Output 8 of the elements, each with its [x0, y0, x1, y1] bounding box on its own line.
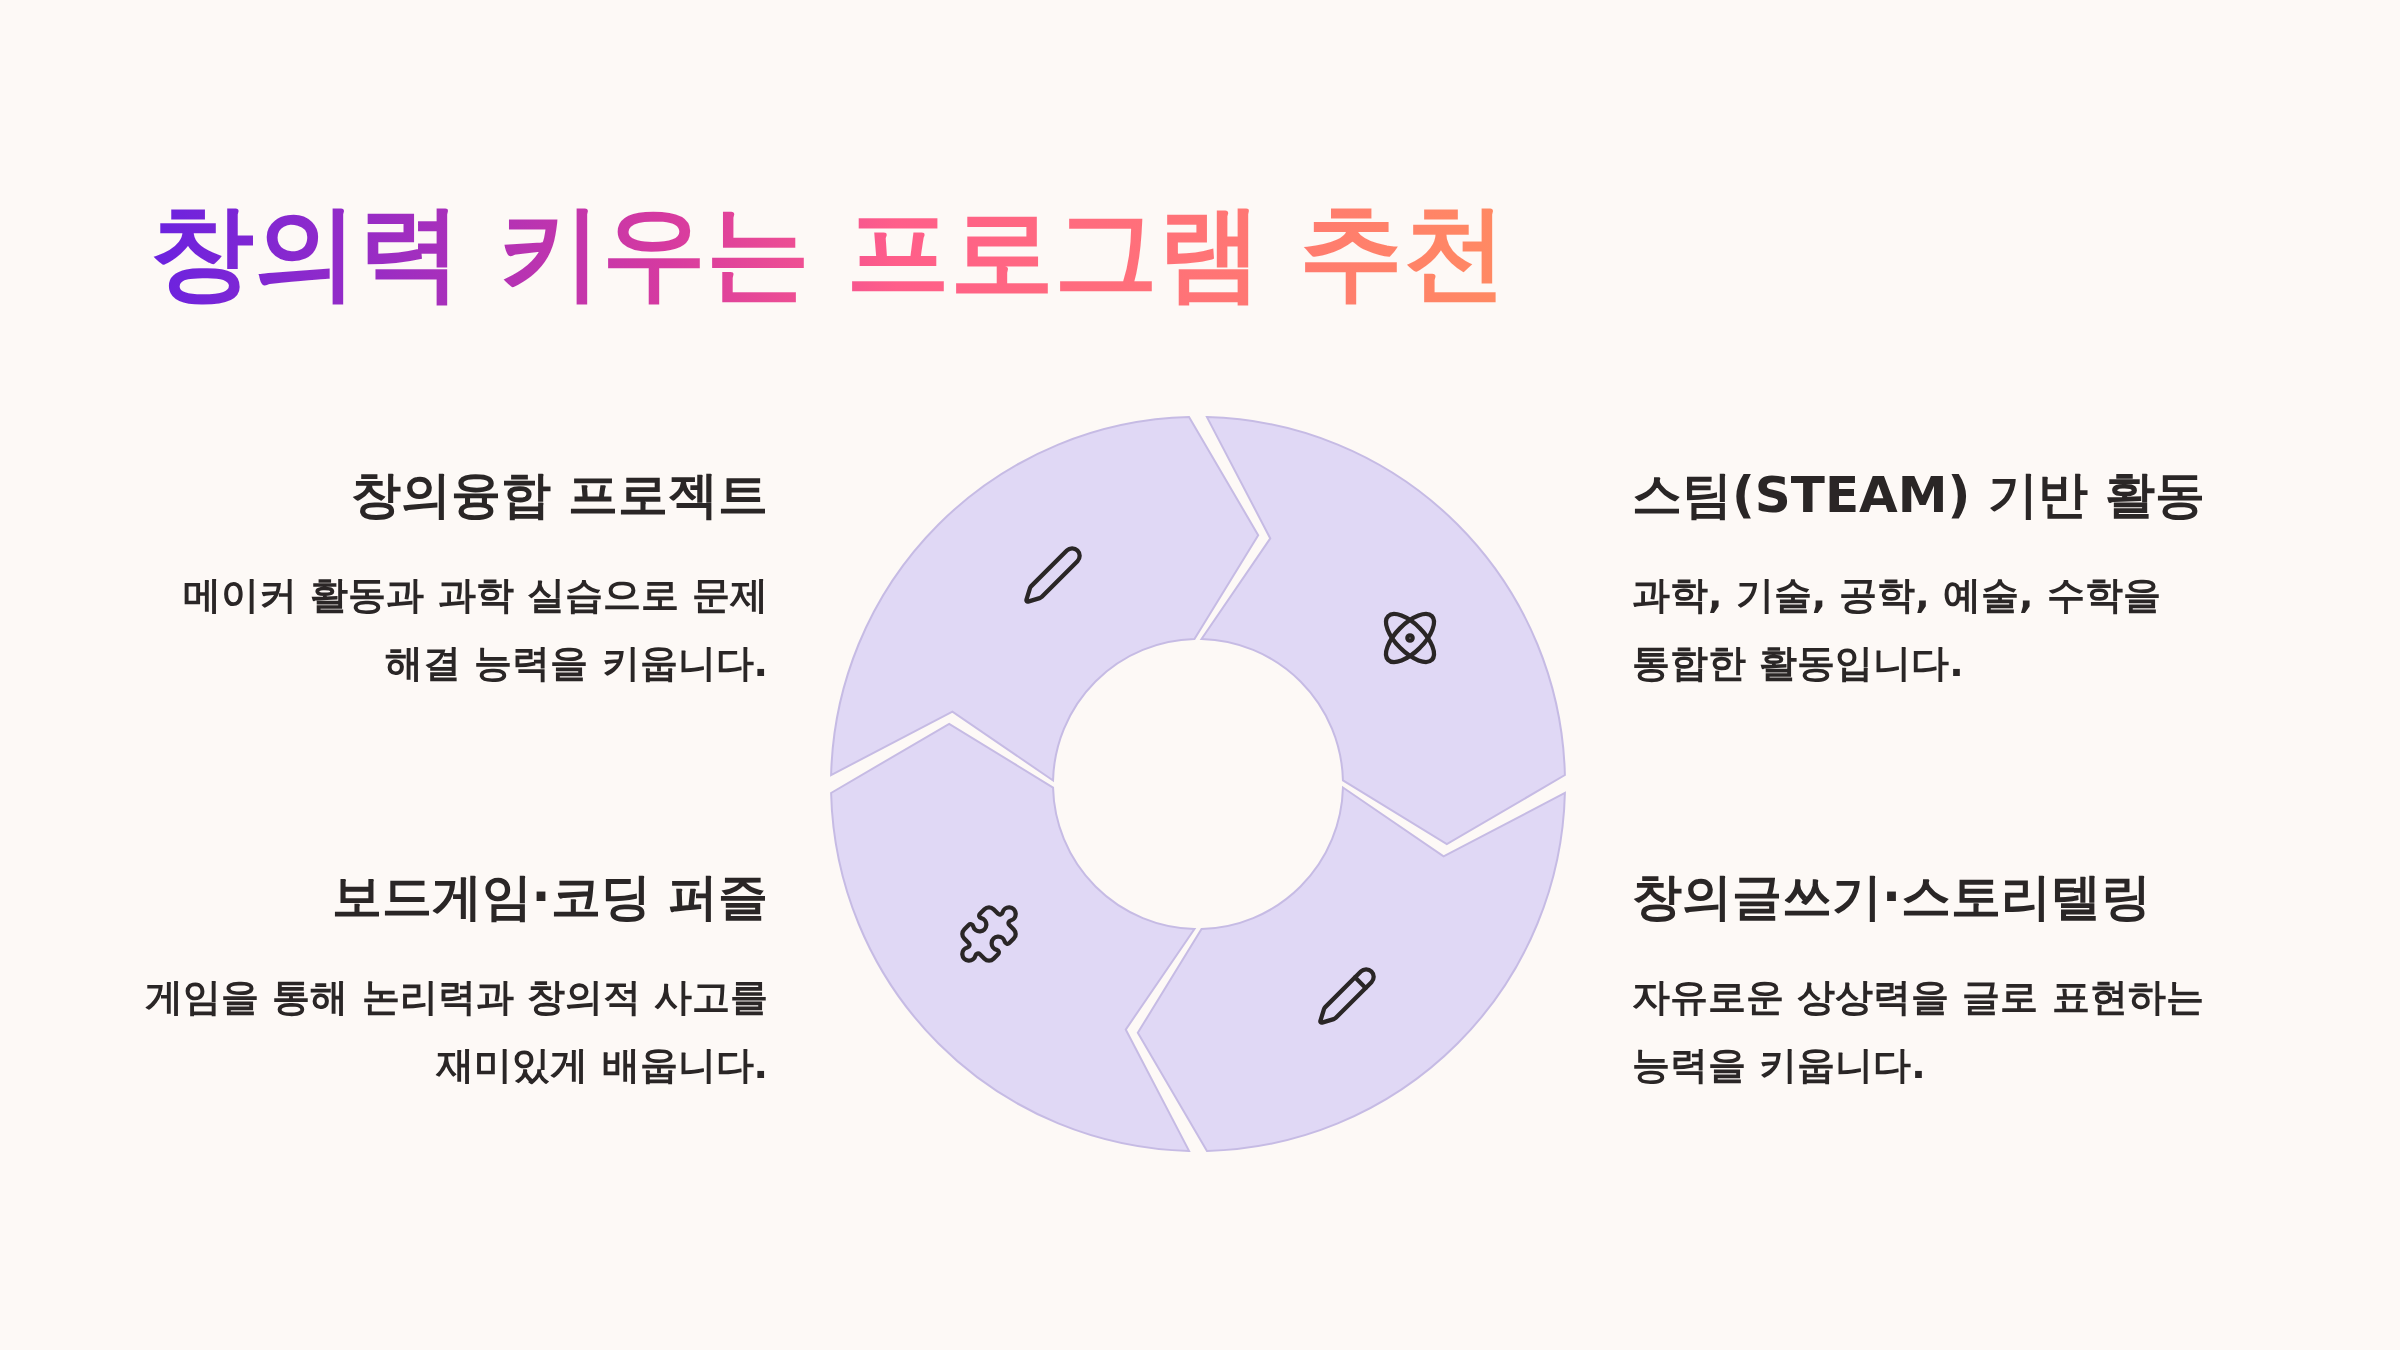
description-text: 게임을 통해 논리력과 창의적 사고를 재미있게 배웁니다. — [144, 974, 768, 1089]
section-heading: 스팀(STEAM) 기반 활동 — [1632, 465, 2206, 525]
section-heading: 창의융합 프로젝트 — [350, 465, 768, 525]
description-text: 자유로운 상상력을 글로 표현하는 능력을 키웁니다. — [1632, 974, 2205, 1089]
section-heading: 창의글쓰기·스토리텔링 — [1632, 867, 2151, 927]
description-text: 메이커 활동과 과학 실습으로 문제 해결 능력을 키웁니다. — [182, 572, 768, 687]
description-text: 과학, 기술, 공학, 예술, 수학을 통합한 활동입니다. — [1632, 572, 2162, 687]
section-heading: 보드게임·코딩 퍼즐 — [331, 867, 768, 927]
